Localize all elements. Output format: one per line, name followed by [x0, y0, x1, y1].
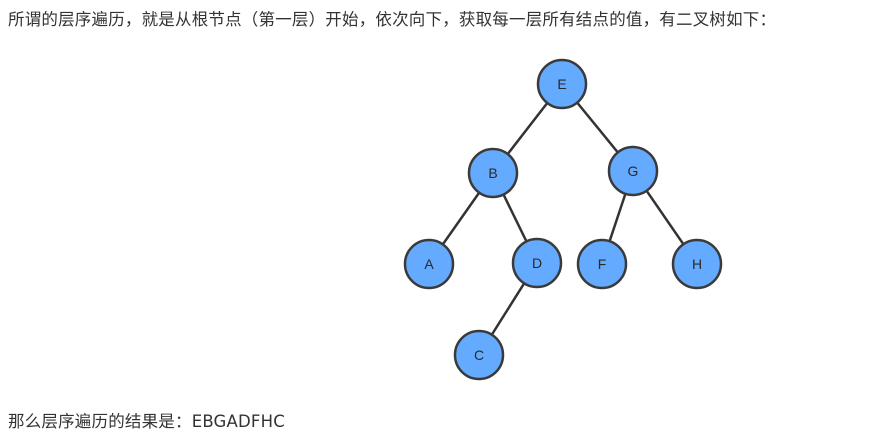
- node-label-D: D: [532, 255, 542, 271]
- node-label-E: E: [557, 76, 566, 92]
- node-label-F: F: [598, 256, 607, 272]
- tree-node-G: G: [607, 145, 659, 197]
- tree-node-F: F: [576, 238, 628, 290]
- result-text: 那么层序遍历的结果是：EBGADFHC: [8, 412, 285, 431]
- tree-node-E: E: [536, 58, 588, 110]
- node-label-H: H: [692, 256, 702, 272]
- node-label-A: A: [424, 256, 434, 272]
- node-label-G: G: [628, 163, 639, 179]
- tree-node-H: H: [671, 238, 723, 290]
- tree-nodes: E B G A D F H C: [403, 58, 723, 381]
- tree-node-D: D: [511, 237, 563, 289]
- tree-node-C: C: [453, 329, 505, 381]
- node-label-C: C: [474, 347, 484, 363]
- node-label-B: B: [488, 165, 497, 181]
- intro-text: 所谓的层序遍历，就是从根节点（第一层）开始，依次向下，获取每一层所有结点的值，有…: [8, 10, 777, 29]
- tree-node-B: B: [467, 147, 519, 199]
- tree-edges: [427, 83, 699, 356]
- tree-node-A: A: [403, 238, 455, 290]
